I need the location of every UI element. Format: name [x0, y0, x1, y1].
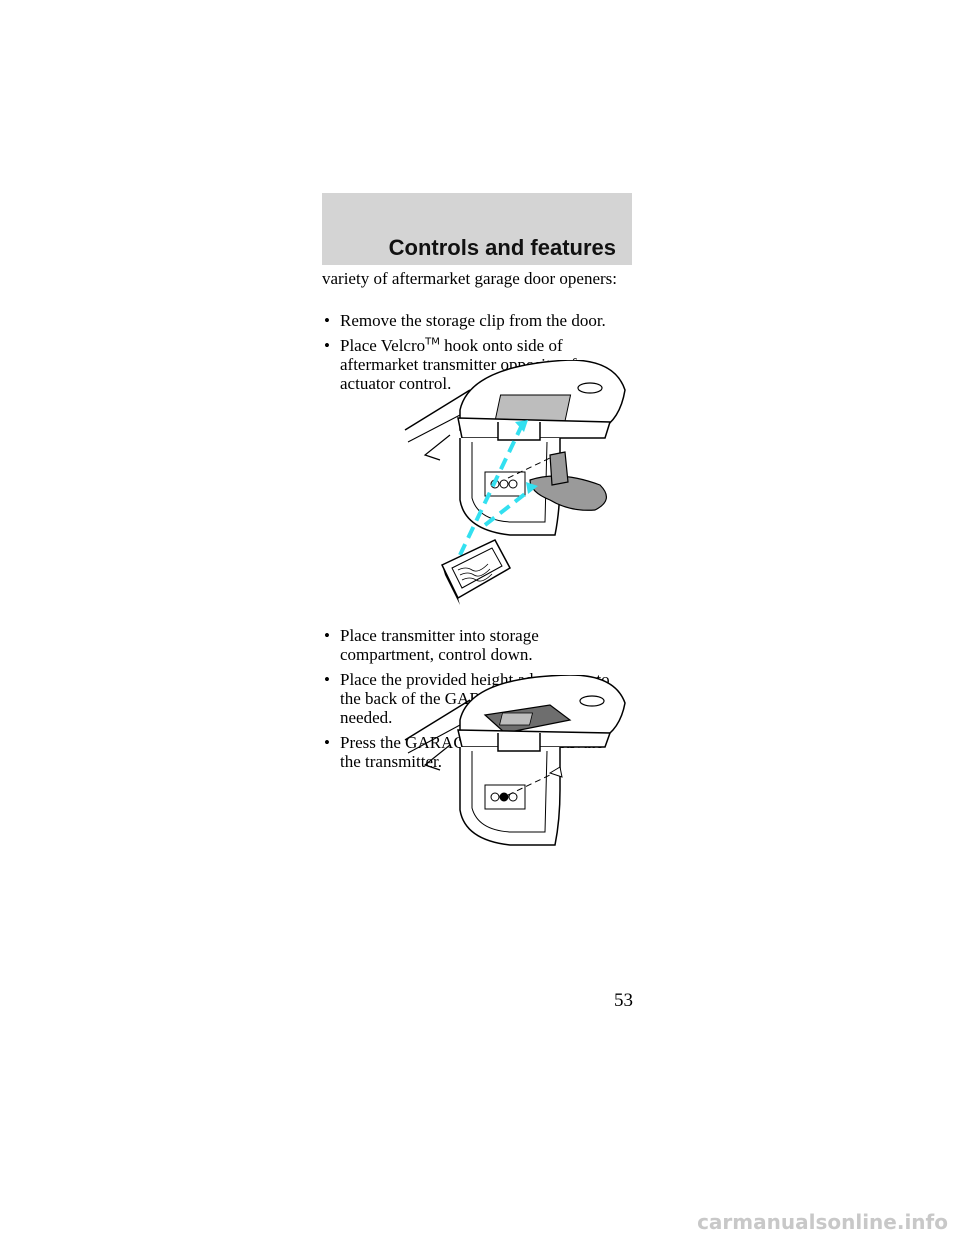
- trademark-mark: TM: [425, 336, 440, 348]
- bullet-icon: •: [324, 626, 330, 645]
- overhead-console-transmitter-mounting-illustration: [404, 360, 626, 605]
- bullet-icon: •: [324, 311, 330, 330]
- list-item-text: Remove the storage clip from the door.: [340, 311, 606, 330]
- section-header-band: Controls and features: [322, 193, 632, 265]
- list-item-text: Place transmitter into storage compartme…: [340, 626, 539, 664]
- list-item-text-after: hook onto side of aftermarket transmitte…: [340, 336, 577, 393]
- list-item: • Remove the storage clip from the door.: [322, 311, 622, 330]
- bullet-icon: •: [324, 670, 330, 689]
- intro-paragraph: variety of aftermarket garage door opene…: [322, 269, 617, 288]
- bullet-icon: •: [324, 733, 330, 752]
- overhead-console-transmitter-installed-illustration: [404, 675, 626, 846]
- list-item-text-before: Place Velcro: [340, 336, 426, 355]
- instruction-list-1: • Remove the storage clip from the door.…: [322, 311, 622, 399]
- list-item: • Place VelcroTM hook onto side of after…: [322, 336, 622, 393]
- list-item: • Place transmitter into storage compart…: [322, 626, 622, 664]
- bullet-icon: •: [324, 336, 330, 355]
- watermark: carmanualsonline.info: [697, 1210, 948, 1234]
- section-title: Controls and features: [388, 235, 616, 260]
- page-number: 53: [614, 990, 633, 1011]
